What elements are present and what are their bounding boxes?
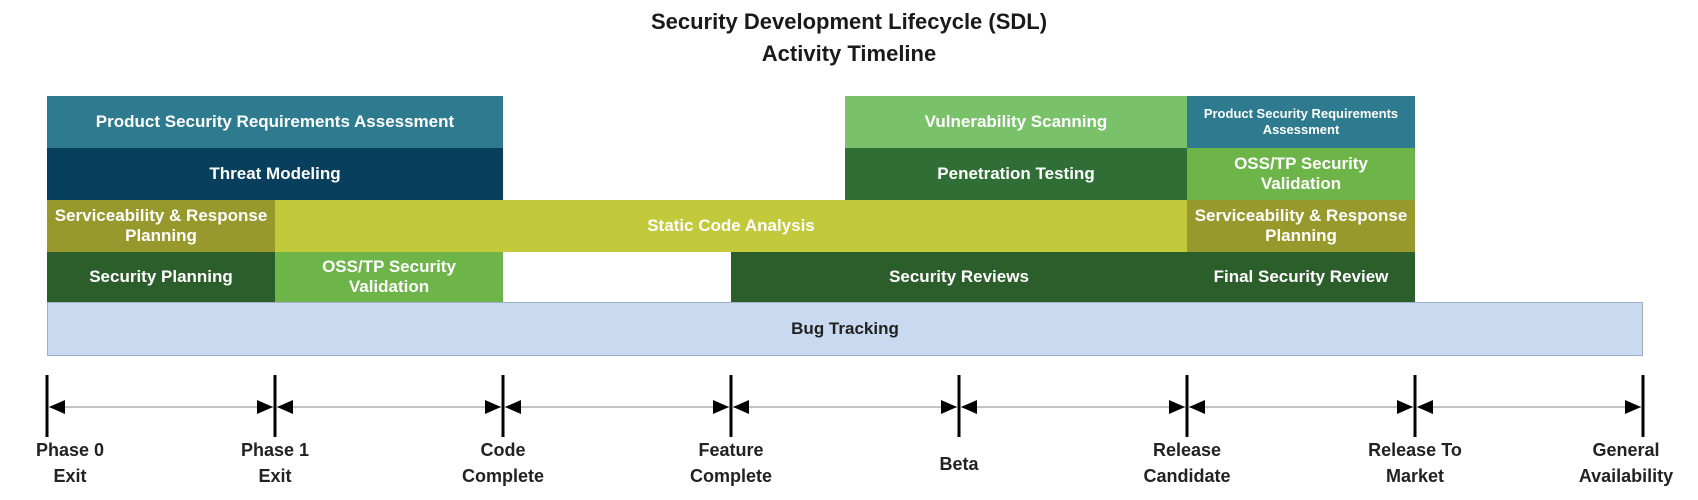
activity-threat-modeling: Threat Modeling (47, 148, 503, 200)
milestone-label-line: Market (1385, 466, 1445, 486)
milestone-label-line: Phase 1 (240, 440, 310, 460)
diagram-title: Security Development Lifecycle (SDL) Act… (0, 6, 1698, 70)
milestone-label-line: Candidate (1143, 466, 1231, 486)
milestone-label-line: Feature (698, 440, 764, 460)
milestone-phase-0-exit: Phase 0 Exit (0, 437, 140, 489)
activity-product-security-requirements-assessment: Product Security Requirements Assessment (1187, 96, 1415, 148)
arrowhead-left (1417, 400, 1433, 414)
arrowhead-left (277, 400, 293, 414)
arrowhead-right (713, 400, 729, 414)
milestone-label-line: Availability (1578, 466, 1674, 486)
milestone-label-line: Code (480, 440, 526, 460)
milestone-label-line: Complete (461, 466, 544, 486)
milestone-label-line: Exit (53, 466, 87, 486)
activity-oss-tp-security-validation: OSS/TP Security Validation (275, 252, 503, 302)
arrowhead-right (941, 400, 957, 414)
activity-vulnerability-scanning: Vulnerability Scanning (845, 96, 1187, 148)
milestone-label-line: Complete (689, 466, 772, 486)
arrowhead-right (1397, 400, 1413, 414)
activity-serviceability-response-planning: Serviceability & Response Planning (1187, 200, 1415, 252)
title-line-2: Activity Timeline (761, 41, 937, 66)
arrowhead-left (49, 400, 65, 414)
arrowhead-left (1189, 400, 1205, 414)
activity-security-reviews: Security Reviews (731, 252, 1187, 302)
milestone-release-to-market: Release To Market (1345, 437, 1485, 489)
milestone-label-line: General (1592, 440, 1660, 460)
milestone-phase-1-exit: Phase 1 Exit (205, 437, 345, 489)
milestone-label-line: Release (1152, 440, 1222, 460)
arrowhead-right (1169, 400, 1185, 414)
activity-static-code-analysis: Static Code Analysis (275, 200, 1187, 252)
milestone-label-line: Phase 0 (35, 440, 105, 460)
activity-bug-tracking: Bug Tracking (47, 302, 1643, 356)
activity-security-planning: Security Planning (47, 252, 275, 302)
activity-penetration-testing: Penetration Testing (845, 148, 1187, 200)
arrowhead-right (1625, 400, 1641, 414)
arrowhead-left (505, 400, 521, 414)
title-line-1: Security Development Lifecycle (SDL) (650, 9, 1048, 34)
activity-product-security-requirements-assessment: Product Security Requirements Assessment (47, 96, 503, 148)
activity-oss-tp-security-validation: OSS/TP Security Validation (1187, 148, 1415, 200)
arrowhead-left (733, 400, 749, 414)
activity-final-security-review: Final Security Review (1187, 252, 1415, 302)
milestone-beta: Beta (889, 451, 1029, 477)
arrowhead-right (485, 400, 501, 414)
arrowhead-left (961, 400, 977, 414)
arrowhead-right (257, 400, 273, 414)
activity-serviceability-response-planning: Serviceability & Response Planning (47, 200, 275, 252)
milestone-label-line: Beta (939, 454, 979, 474)
milestone-label-line: Exit (258, 466, 292, 486)
milestone-label-line: Release To (1368, 440, 1462, 460)
